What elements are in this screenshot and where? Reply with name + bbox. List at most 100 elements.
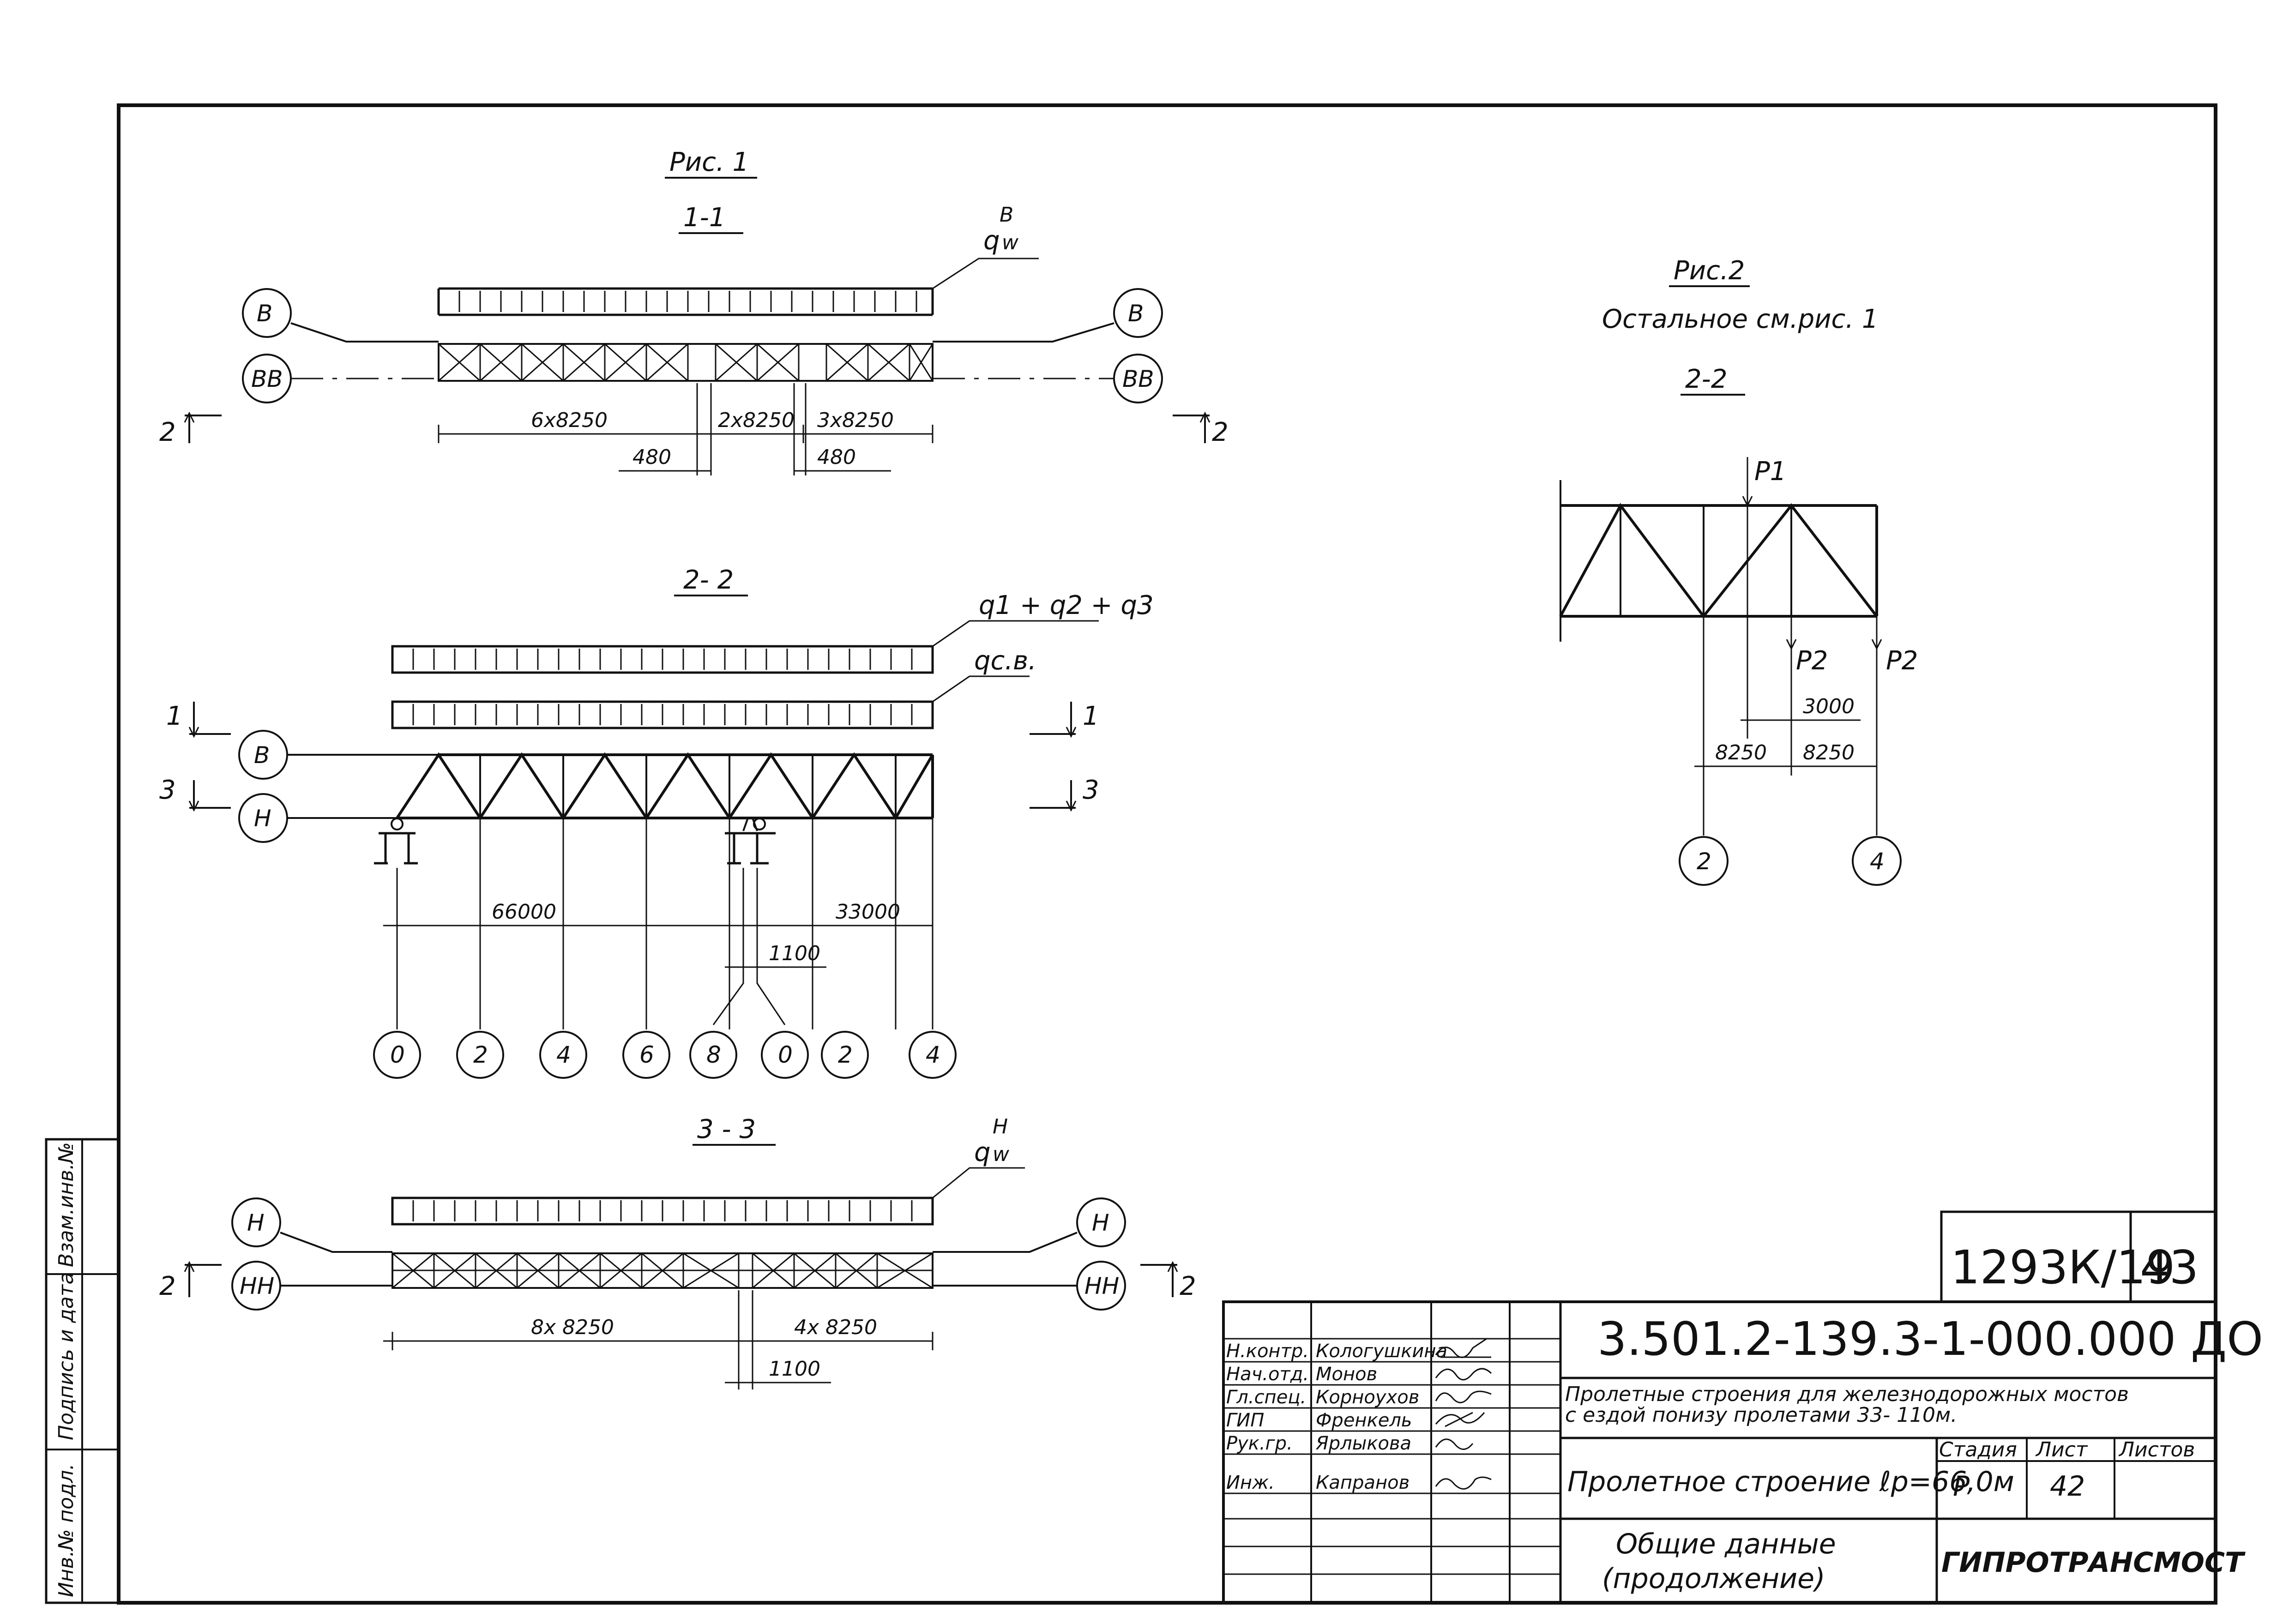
load-q: q (983, 226, 1000, 256)
doc-code: 3.501.2-139.3-1-000.000 ДО (1597, 1312, 2263, 1366)
section-1-1: 1-1 q В w В ВВ В ВВ (159, 203, 1229, 475)
load-q-sup: Н (993, 1115, 1008, 1138)
node-label: 2 (1697, 848, 1711, 875)
fig2-section-label: 2-2 (1685, 364, 1727, 394)
sheet-corner-no: 43 (2140, 1240, 2199, 1294)
signer-name: Кологушкина (1316, 1341, 1447, 1362)
figure-1: Рис. 1 1-1 q В w В ВВ В ВВ (159, 147, 1229, 1389)
signer-role: Рук.гр. (1226, 1433, 1293, 1454)
node-label: 2 (473, 1041, 488, 1068)
section-cut-mark: 2 (159, 411, 222, 447)
node-bubble (1852, 836, 1902, 886)
axis-bubble (1113, 288, 1163, 338)
sheet-value: 42 (2050, 1470, 2085, 1503)
sheet-title-line-1: Общие данные (1616, 1528, 1836, 1560)
cut-label: 1 (166, 701, 183, 731)
wind-load-upper (437, 287, 934, 316)
gap-dim: 1100 (769, 942, 820, 965)
axis-bubble-label: В (254, 742, 270, 769)
fig2-note: Остальное см.рис. 1 (1602, 304, 1879, 334)
section-cut-mark: 3 (159, 775, 231, 812)
section-3-3: 3 - 3 q Н w Н НН Н НН (159, 1114, 1196, 1389)
wind-load-lower (391, 1197, 934, 1226)
axis-bubble-label: ВВ (1122, 366, 1154, 392)
axis-bubble-label: В (1128, 300, 1144, 327)
dim-3000: 3000 (1803, 695, 1855, 718)
org-name: ГИПРОТРАНСМОСТ (1941, 1546, 2246, 1579)
sign-date-label: Подпись и дата (54, 1272, 78, 1440)
cut-label: 3 (1083, 775, 1099, 805)
section-1-1-label: 1-1 (683, 203, 725, 233)
node-bubbles: 0 2 4 6 8 0 2 4 (373, 1031, 957, 1079)
section-cut-mark: 1 (1030, 701, 1099, 738)
cut-label: 2 (159, 417, 176, 447)
node-label: 4 (926, 1041, 940, 1068)
support-middle (725, 818, 776, 865)
cut-label: 2 (1212, 417, 1229, 447)
load-q-sw: qс.в. (974, 646, 1036, 676)
signer-role: ГИП (1226, 1410, 1264, 1431)
load-q-sub: w (993, 1143, 1010, 1166)
signer-role: Гл.спец. (1226, 1387, 1306, 1408)
vertical-load-total (391, 645, 934, 674)
force-p2: P2 (1796, 646, 1828, 676)
stage-value: Р (1953, 1470, 1970, 1503)
wind-bracing-plan-lower (392, 1252, 934, 1289)
object-title: Пролетное строение ℓр=66,0м (1567, 1466, 2014, 1498)
dim-8250: 8250 (1715, 741, 1767, 764)
axis-bubble-label: НН (1084, 1273, 1119, 1299)
signatures (1435, 1338, 1492, 1490)
signer-name: Корноухов (1316, 1387, 1419, 1408)
axis-bubble (242, 288, 292, 338)
node-label: 8 (706, 1041, 721, 1068)
dim-text: 2х8250 (718, 409, 795, 432)
node-label: 6 (639, 1041, 654, 1068)
section-3-3-label: 3 - 3 (697, 1114, 756, 1144)
sheet-frame (117, 103, 2217, 1605)
sheets-label: Листов (2118, 1438, 2195, 1462)
dim-text: 480 (632, 445, 671, 469)
load-q: q (974, 1137, 991, 1167)
sheet-title-line-2: (продолжение) (1602, 1563, 1825, 1595)
axis-bubble (231, 1197, 281, 1247)
section-cut-mark: 1 (166, 701, 231, 738)
support-left (374, 818, 418, 865)
dim-text: 6х8250 (531, 409, 608, 432)
wind-bracing-plan-upper (438, 343, 934, 382)
force-p2: P2 (1886, 646, 1918, 676)
node-label: 4 (556, 1041, 571, 1068)
axis-bubble-label: В (257, 300, 272, 327)
cut-label: 3 (159, 775, 176, 805)
truss-detail (1559, 480, 1878, 642)
series-line-1: Пролетные строения для железнодорожных м… (1565, 1383, 2129, 1406)
title-block: 1293К/19 43 Н.контр. Кологушкина Нач.отд… (1222, 1210, 2263, 1604)
dim-text: 3х8250 (817, 409, 894, 432)
node-bubble (1679, 836, 1729, 886)
vertical-load-self-weight (391, 700, 934, 729)
load-q-total: q1 + q2 + q3 (979, 590, 1154, 620)
axis-bubble (1076, 1197, 1126, 1247)
axis-bubble-label: НН (240, 1273, 274, 1299)
section-2-2: 2- 2 q1 + q2 + q3 qс.в. В Н (159, 565, 1154, 1079)
dim-8250: 8250 (1803, 741, 1855, 764)
signer-name: Ярлыкова (1315, 1433, 1411, 1454)
load-q-sub: w (1002, 231, 1019, 254)
archive-no: 1293К/19 (1951, 1240, 2175, 1294)
load-q-sup: В (1000, 203, 1013, 227)
dim-text: 8х 8250 (531, 1316, 614, 1339)
node-label: 0 (778, 1041, 793, 1068)
section-2-2-label: 2- 2 (683, 565, 734, 595)
fig2-title: Рис.2 (1674, 256, 1745, 286)
signer-role: Инж. (1226, 1472, 1275, 1493)
axis-bubble-label: Н (254, 805, 271, 832)
span-dim: 33000 (836, 900, 900, 924)
cut-label: 2 (159, 1271, 176, 1301)
node-label: 0 (390, 1041, 405, 1068)
force-p1: P1 (1754, 457, 1786, 487)
section-cut-mark: 3 (1030, 775, 1099, 812)
truss-elevation (396, 752, 934, 821)
dim-text: 4х 8250 (794, 1316, 877, 1339)
fig1-title: Рис. 1 (669, 147, 749, 177)
signer-name: Капранов (1316, 1472, 1410, 1493)
